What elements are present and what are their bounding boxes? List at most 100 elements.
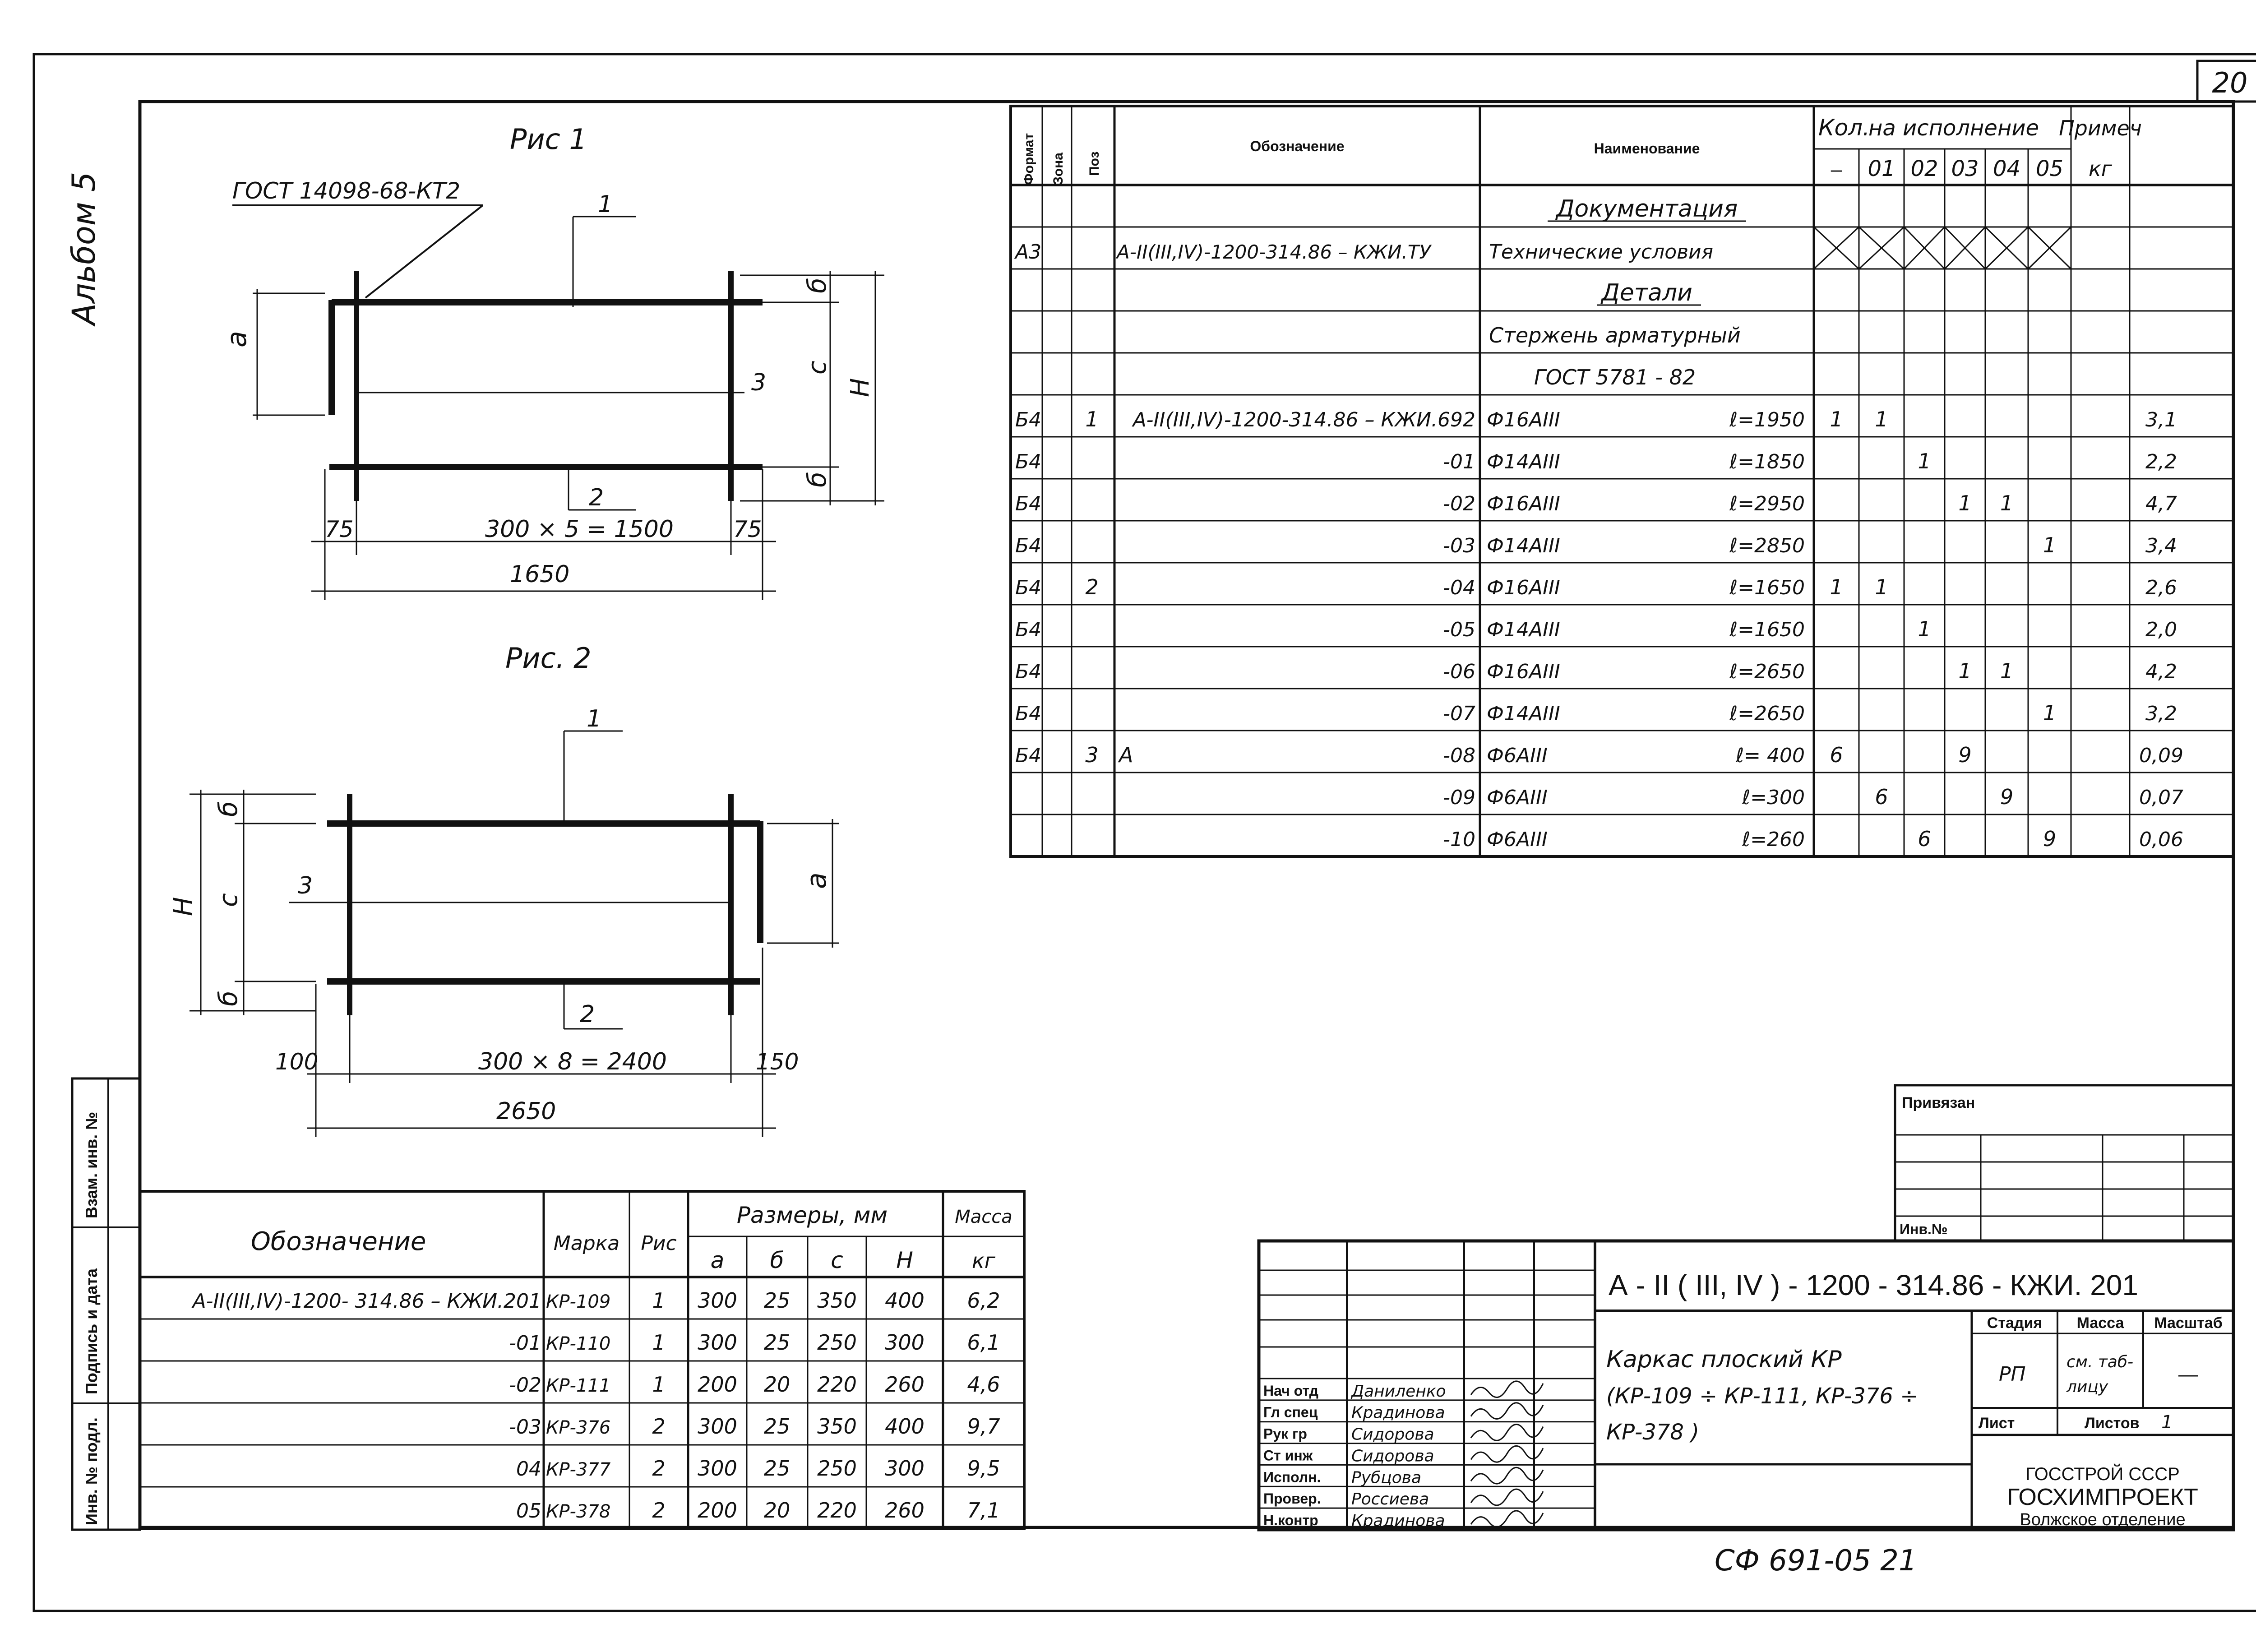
spec-row-format: Б4 xyxy=(1015,450,1041,473)
sizes-row-h: 300 xyxy=(885,1330,925,1355)
sizes-row-fig: 2 xyxy=(652,1456,665,1481)
sizes-table-frame xyxy=(139,1190,1026,1530)
scale-value: — xyxy=(2178,1363,2198,1385)
sizes-row-c: 250 xyxy=(817,1456,857,1481)
spec-row-designation: -09 xyxy=(1443,786,1475,809)
spec-header-format: Формат xyxy=(1022,133,1036,185)
spec-row-length: ℓ=1850 xyxy=(1729,450,1805,473)
spec-row-qty: 1 xyxy=(1830,575,1843,599)
spec-header-note-unit: кг xyxy=(2089,157,2113,181)
people-name: Крадинова xyxy=(1351,1404,1445,1422)
sizes-row-a: 300 xyxy=(698,1456,737,1481)
spec-header-v03: 03 xyxy=(1951,156,1979,181)
spec-row-designation: -02 xyxy=(1443,492,1475,515)
spec-row-qty: 9 xyxy=(2000,785,2013,809)
fig1-pos3: 3 xyxy=(751,369,766,396)
doc-title-line3: КР-378 ) xyxy=(1606,1420,1699,1445)
spec-row-length: ℓ=1650 xyxy=(1729,576,1805,599)
spec-row-mass: 4,7 xyxy=(2145,492,2177,515)
sizes-row-h: 400 xyxy=(885,1288,925,1313)
sizes-row-mark: КР-378 xyxy=(546,1501,610,1522)
sizes-row-c: 350 xyxy=(817,1414,857,1439)
sizes-row-fig: 2 xyxy=(652,1414,665,1439)
sizes-row-a: 200 xyxy=(698,1498,737,1522)
spec-row-name: Ф6АIII xyxy=(1487,786,1548,809)
sizes-row-mass: 6,1 xyxy=(967,1330,1000,1355)
org-line-2: ГОСХИМПРОЕКТ xyxy=(2007,1484,2198,1510)
spec-section-docs: Документация xyxy=(1555,195,1738,222)
spec-row-name: Ф16АIII xyxy=(1487,660,1560,683)
doc-title-line2: (КР-109 ÷ КР-111, КР-376 ÷ xyxy=(1606,1384,1918,1409)
spec-row-format: Б4 xyxy=(1015,576,1041,599)
sizes-row-mark: КР-377 xyxy=(546,1459,611,1480)
fig1-dim-mid: 300 × 5 = 1500 xyxy=(485,516,674,543)
spec-header-v04: 04 xyxy=(1993,156,2020,181)
sizes-row-b: 25 xyxy=(764,1288,791,1313)
spec-row-length: ℓ=2950 xyxy=(1729,492,1805,515)
spec-row-length: ℓ=2650 xyxy=(1729,702,1805,725)
fig2-dim-mid: 300 × 8 = 2400 xyxy=(478,1048,667,1075)
sizes-row-c: 220 xyxy=(817,1498,857,1522)
spec-row-name: Ф16АIII xyxy=(1487,576,1560,599)
spec-row-length: ℓ=1650 xyxy=(1729,618,1805,641)
spec-row-mass: 3,1 xyxy=(2145,408,2177,431)
figure-1: Рис 1 ГОСТ 14098-68-КТ2 3 1 2 а xyxy=(221,123,884,600)
sizes-row-mark: КР-376 xyxy=(546,1417,610,1438)
spec-row-length: ℓ=2850 xyxy=(1729,534,1805,557)
sizes-row-h: 300 xyxy=(885,1456,925,1481)
sizes-row-a: 300 xyxy=(698,1288,737,1313)
spec-doc-designation: А-II(III,IV)-1200-314.86 – КЖИ.ТУ xyxy=(1115,241,1432,263)
page-number-box xyxy=(2196,60,2256,103)
signature xyxy=(1470,1488,1544,1506)
stage-label: Стадия xyxy=(1987,1314,2042,1332)
spec-row-format: Б4 xyxy=(1015,492,1041,515)
spec-part-title2: ГОСТ 5781 - 82 xyxy=(1534,365,1696,389)
sizes-row-designation: -02 xyxy=(509,1374,541,1397)
people-name: Крадинова xyxy=(1351,1512,1445,1530)
fig1-pos2: 2 xyxy=(589,484,604,511)
people-role: Н.контр xyxy=(1263,1512,1318,1528)
spec-header-name: Наименование xyxy=(1594,140,1700,157)
fig2-dim-b-top: б xyxy=(214,801,243,817)
spec-row-name: Ф16АIII xyxy=(1487,408,1560,431)
signature xyxy=(1470,1510,1544,1528)
fig2-dim-left: 100 xyxy=(275,1049,318,1075)
spec-header-qty: Кол. xyxy=(1818,115,1870,141)
signature xyxy=(1470,1445,1544,1463)
sizes-row-h: 400 xyxy=(885,1414,925,1439)
signature xyxy=(1470,1424,1544,1441)
spec-row-length: ℓ=2650 xyxy=(1729,660,1805,683)
spec-row-qty: 6 xyxy=(1918,827,1931,851)
sizes-row-b: 20 xyxy=(764,1498,791,1522)
spec-row-qty: 1 xyxy=(1918,449,1931,473)
fig1-dim-right: 75 xyxy=(733,516,762,542)
sizes-row-designation: А-II(III,IV)-1200- 314.86 – КЖИ.201 xyxy=(191,1290,541,1313)
sizes-row-b: 20 xyxy=(764,1372,791,1397)
fig2-dim-total: 2650 xyxy=(496,1098,556,1125)
fig2-dim-h: Н xyxy=(169,897,198,916)
fig1-dim-h: Н xyxy=(846,378,875,397)
spec-row-qty: 9 xyxy=(2043,827,2056,851)
bottom-stamp: СФ 691-05 21 xyxy=(1715,1544,1917,1578)
sizes-row-a: 200 xyxy=(698,1372,737,1397)
sheet-label: Лист xyxy=(1979,1415,2015,1432)
sizes-row-designation: -01 xyxy=(509,1332,541,1355)
fig1-gost: ГОСТ 14098-68-КТ2 xyxy=(232,178,460,204)
sizes-header-mass-unit: кг xyxy=(972,1249,996,1273)
spec-row-pos: 2 xyxy=(1085,575,1098,599)
spec-row-designation: -03 xyxy=(1443,534,1475,557)
spec-row-name: Ф16АIII xyxy=(1487,492,1560,515)
doc-title-line1: Каркас плоский КР xyxy=(1606,1346,1842,1373)
spec-row-length: ℓ= 400 xyxy=(1735,744,1805,767)
spec-row-mass: 3,2 xyxy=(2145,702,2177,725)
spec-row-name: Ф14АIII xyxy=(1487,618,1560,641)
spec-row-qty: 1 xyxy=(1875,575,1888,599)
fig1-dim-b-top: б xyxy=(803,278,832,293)
